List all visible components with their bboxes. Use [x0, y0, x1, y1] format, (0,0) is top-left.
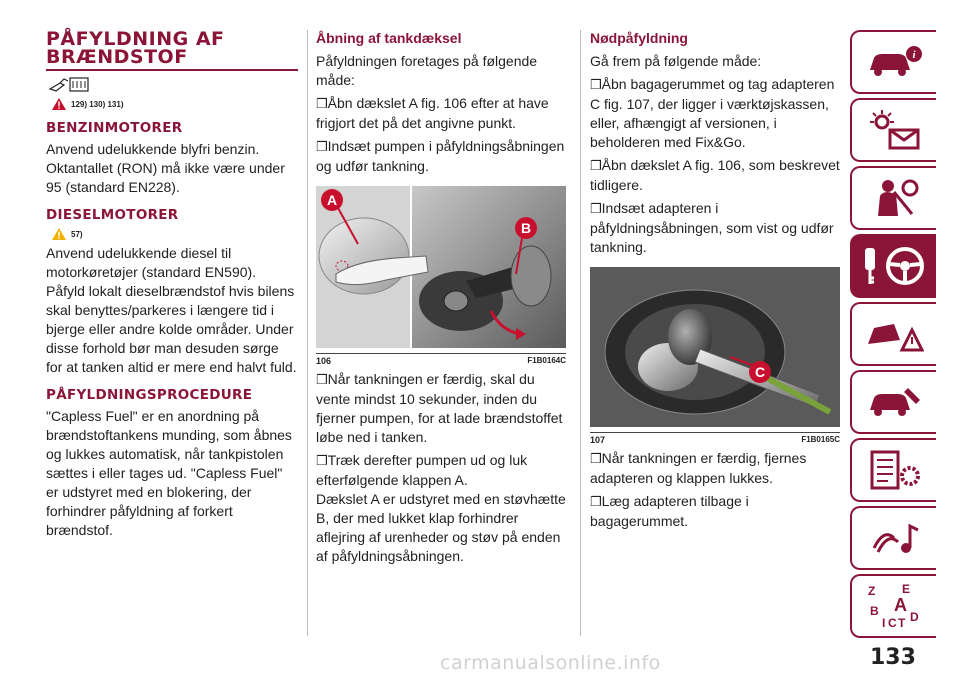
fuel-flap-illustration: A B	[316, 186, 566, 348]
tab-index[interactable]: Z E B A I C T D	[850, 574, 936, 638]
emergency-step-2: ❒Åbn dækslet A fig. 106, som beskrevet t…	[590, 157, 840, 193]
figure-106: A B	[316, 186, 566, 354]
column-left: PÅFYLDNING AF BRÆNDSTOF 129) 130) 131) B…	[46, 30, 298, 540]
tab-warning-lights[interactable]	[850, 98, 936, 162]
column-divider	[307, 30, 308, 636]
adapter-illustration: C	[590, 267, 840, 427]
opening-step-2: ❒Indsæt pumpen i påfyldningsåbningen og …	[316, 138, 565, 174]
tab-specifications[interactable]	[850, 438, 936, 502]
svg-text:I: I	[882, 616, 885, 630]
column-middle: Åbning af tankdæksel Påfyldningen foreta…	[316, 30, 566, 566]
svg-text:B: B	[870, 604, 879, 618]
figure-106-number: 106	[316, 356, 332, 366]
emergency-step-3: ❒Indsæt adapteren i påfyldningsåbningen,…	[590, 200, 834, 255]
column-divider	[580, 30, 581, 636]
car-service-icon	[870, 388, 920, 416]
warning-refs: 129) 130) 131)	[71, 99, 124, 109]
tab-seat-safety[interactable]	[850, 166, 936, 230]
tab-car-info[interactable]: i	[850, 30, 936, 94]
opening-step-3: ❒Når tankningen er færdig, skal du vente…	[316, 371, 563, 445]
figure-107-caption: 107 F1B0165C	[590, 435, 840, 445]
figure-107-number: 107	[590, 435, 606, 445]
watermark: carmanualsonline.info	[440, 652, 661, 674]
tab-multimedia[interactable]	[850, 506, 936, 570]
seat-safety-icon	[878, 179, 919, 216]
tab-emergency[interactable]	[850, 302, 936, 366]
specs-icon	[870, 450, 920, 490]
steering-key-icon	[865, 247, 924, 285]
emergency-step-5: ❒Læg adapteren tilbage i bagagerummet.	[590, 493, 749, 529]
warning-triangle-icon	[52, 228, 66, 240]
svg-text:i: i	[912, 49, 916, 61]
diesel-warning-row: 57)	[52, 228, 298, 240]
diesel-warning-ref: 57)	[71, 229, 83, 239]
procedure-heading: PÅFYLDNINGSPROCEDURE	[46, 387, 253, 403]
media-icon	[872, 523, 919, 553]
emergency-heading: Nødpåfyldning	[590, 30, 688, 46]
figure-106-code: F1B0164C	[527, 356, 566, 365]
opening-step-4-note: Dækslet A er udstyret med en støvhætte B…	[316, 491, 566, 564]
figure-107-code: F1B0165C	[801, 435, 840, 444]
callout-a: A	[327, 192, 337, 208]
index-icon: Z E B A I C T D	[868, 582, 919, 630]
emergency-step-1: ❒Åbn bagagerummet og tag adapteren C fig…	[590, 76, 835, 150]
chapter-sidebar: i Z E B A I C T D	[850, 30, 936, 642]
svg-text:Z: Z	[868, 584, 875, 598]
emergency-intro: Gå frem på følgende måde:	[590, 53, 762, 69]
svg-text:C: C	[888, 616, 897, 630]
warning-triangle-icon	[52, 98, 66, 110]
benzin-heading: BENZINMOTORER	[46, 120, 183, 136]
callout-c: C	[755, 364, 765, 380]
svg-text:D: D	[910, 610, 919, 624]
opening-heading: Åbning af tankdæksel	[316, 30, 462, 46]
svg-text:E: E	[902, 582, 910, 596]
fuel-nozzle-icon	[48, 77, 89, 92]
emergency-step-4: ❒Når tankningen er færdig, fjernes adapt…	[590, 450, 807, 486]
opening-step-4: ❒Træk derefter pumpen ud og luk efterføl…	[316, 452, 528, 488]
opening-step-1: ❒Åbn dækslet A fig. 106 efter at have fr…	[316, 95, 549, 131]
page-number: 133	[870, 645, 916, 670]
column-right: Nødpåfyldning Gå frem på følgende måde: …	[590, 30, 840, 531]
benzin-text: Anvend udelukkende blyfri benzin. Oktant…	[46, 141, 285, 195]
callout-b: B	[521, 220, 531, 236]
warning-refs-row: 129) 130) 131)	[52, 98, 298, 110]
procedure-text: "Capless Fuel" er en anordning på brænds…	[46, 408, 292, 538]
car-emergency-icon	[868, 324, 924, 352]
svg-text:A: A	[894, 595, 907, 615]
page-title: PÅFYLDNING AF BRÆNDSTOF	[46, 28, 225, 68]
opening-intro: Påfyldningen foretages på følgende måde:	[316, 53, 538, 88]
diesel-heading: DIESELMOTORER	[46, 207, 179, 223]
figure-107: C	[590, 267, 840, 433]
car-info-icon: i	[870, 46, 922, 76]
tab-starting-driving[interactable]	[850, 234, 936, 298]
figure-106-caption: 106 F1B0164C	[316, 356, 566, 366]
tab-service[interactable]	[850, 370, 936, 434]
title-rule	[46, 69, 298, 71]
warning-lights-icon	[870, 110, 920, 150]
diesel-text: Anvend udelukkende diesel til motorkøret…	[46, 245, 297, 375]
svg-text:T: T	[898, 616, 906, 630]
